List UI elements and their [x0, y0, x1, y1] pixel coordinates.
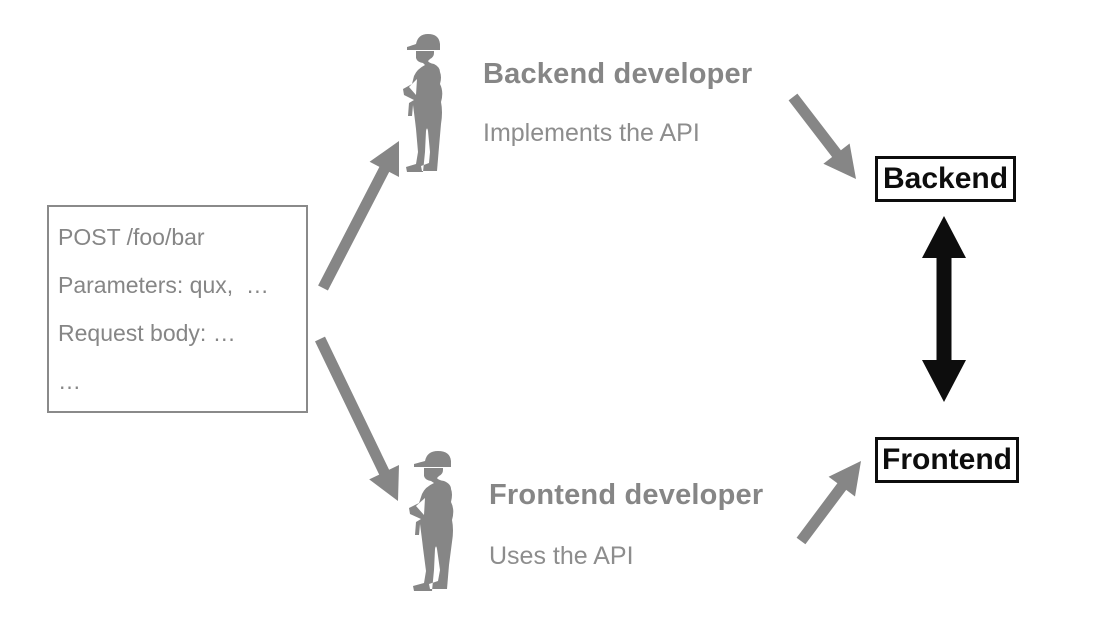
backend-node-label: Backend	[882, 162, 1009, 195]
backend-developer-title: Backend developer	[483, 58, 753, 90]
arrow-backend-developer-to-backend-icon	[788, 93, 856, 179]
backend-node: Backend	[875, 156, 1016, 202]
backend-developer-construction-worker-icon	[403, 34, 443, 172]
arrow-frontend-developer-to-frontend-icon	[796, 461, 861, 545]
frontend-node-label: Frontend	[882, 443, 1012, 476]
arrow-request-to-backend-developer-icon	[318, 141, 399, 291]
request-line-ellipsis: …	[58, 368, 81, 394]
request-line-body: Request body: …	[58, 320, 236, 346]
double-arrow-backend-frontend-icon	[922, 216, 966, 402]
backend-developer-subtitle: Implements the API	[483, 119, 700, 147]
api-request-box: POST /foo/bar Parameters: qux, … Request…	[47, 205, 308, 413]
frontend-developer-construction-worker-icon	[409, 451, 454, 591]
frontend-developer-title: Frontend developer	[489, 479, 764, 511]
frontend-node: Frontend	[875, 437, 1019, 483]
request-line-method: POST /foo/bar	[58, 224, 205, 250]
frontend-developer-subtitle: Uses the API	[489, 542, 634, 570]
arrow-request-to-frontend-developer-icon	[315, 336, 399, 501]
request-line-parameters: Parameters: qux, …	[58, 272, 269, 298]
